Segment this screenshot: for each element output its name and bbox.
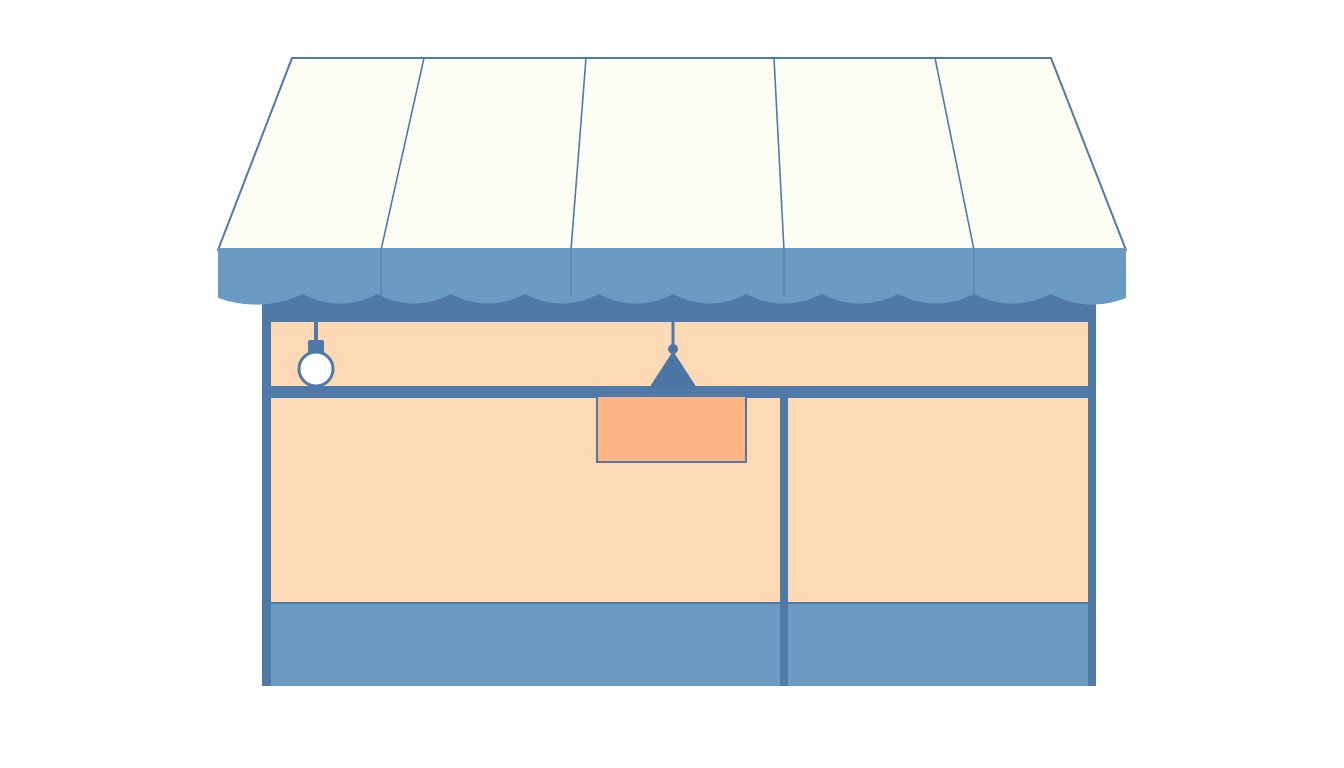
left-lamp-cap bbox=[308, 340, 324, 353]
building-body bbox=[262, 300, 1096, 686]
scalloped-awning bbox=[218, 248, 1126, 305]
center-lamp-knob bbox=[668, 344, 678, 354]
roof bbox=[217, 57, 1127, 251]
wall-right-panel bbox=[788, 398, 1088, 602]
center-lamp-shade bbox=[649, 351, 697, 388]
roof-stripe-4 bbox=[934, 57, 975, 251]
sign-board bbox=[596, 395, 747, 463]
base-band-left bbox=[271, 604, 780, 686]
roof-stripe-1 bbox=[380, 57, 425, 251]
roof-stripe-2 bbox=[570, 57, 587, 251]
base-band-right bbox=[788, 604, 1088, 686]
awning-band bbox=[218, 248, 1126, 305]
roof-surface bbox=[217, 57, 1127, 251]
globe-lamp-icon bbox=[297, 318, 335, 388]
left-lamp-globe bbox=[297, 350, 335, 388]
roof-stripe-3 bbox=[773, 57, 785, 251]
